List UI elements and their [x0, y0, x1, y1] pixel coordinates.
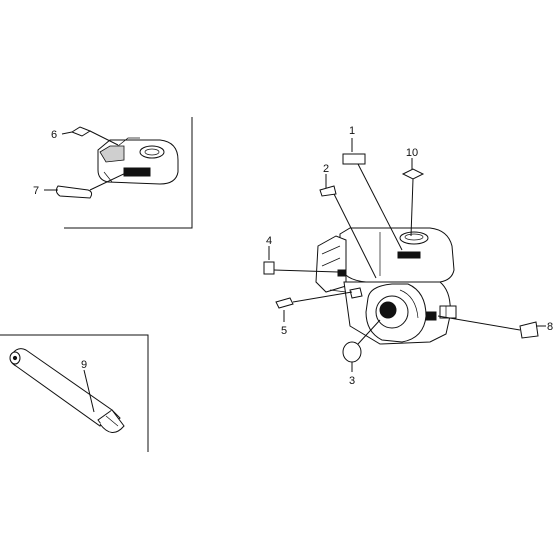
label-decal-1: [342, 138, 403, 251]
label-decal-4: [263, 246, 339, 275]
air-cleaner-cover-illustration: [97, 137, 179, 185]
callout-8: 8: [547, 321, 553, 333]
label-decal-5: [275, 291, 353, 322]
callout-5: 5: [281, 325, 287, 337]
callout-7: 7: [33, 185, 39, 197]
callout-6: 6: [51, 129, 57, 141]
label-decal-6: [61, 126, 119, 146]
inset-frame-labels: [64, 117, 193, 229]
callout-10: 10: [406, 147, 418, 159]
callout-3: 3: [349, 375, 355, 387]
label-decal-7: [44, 171, 129, 199]
inset-frame-tool: [0, 334, 149, 452]
spark-plug-wrench-9: [9, 348, 125, 433]
callout-1: 1: [349, 125, 355, 137]
engine-illustration: [315, 227, 457, 345]
callout-9: 9: [81, 359, 87, 371]
label-decal-10: [401, 158, 425, 237]
label-decal-3: [342, 319, 381, 372]
callout-4: 4: [266, 235, 272, 247]
label-decal-8: [437, 315, 546, 339]
label-decal-2: [319, 174, 377, 279]
callout-2: 2: [323, 163, 329, 175]
